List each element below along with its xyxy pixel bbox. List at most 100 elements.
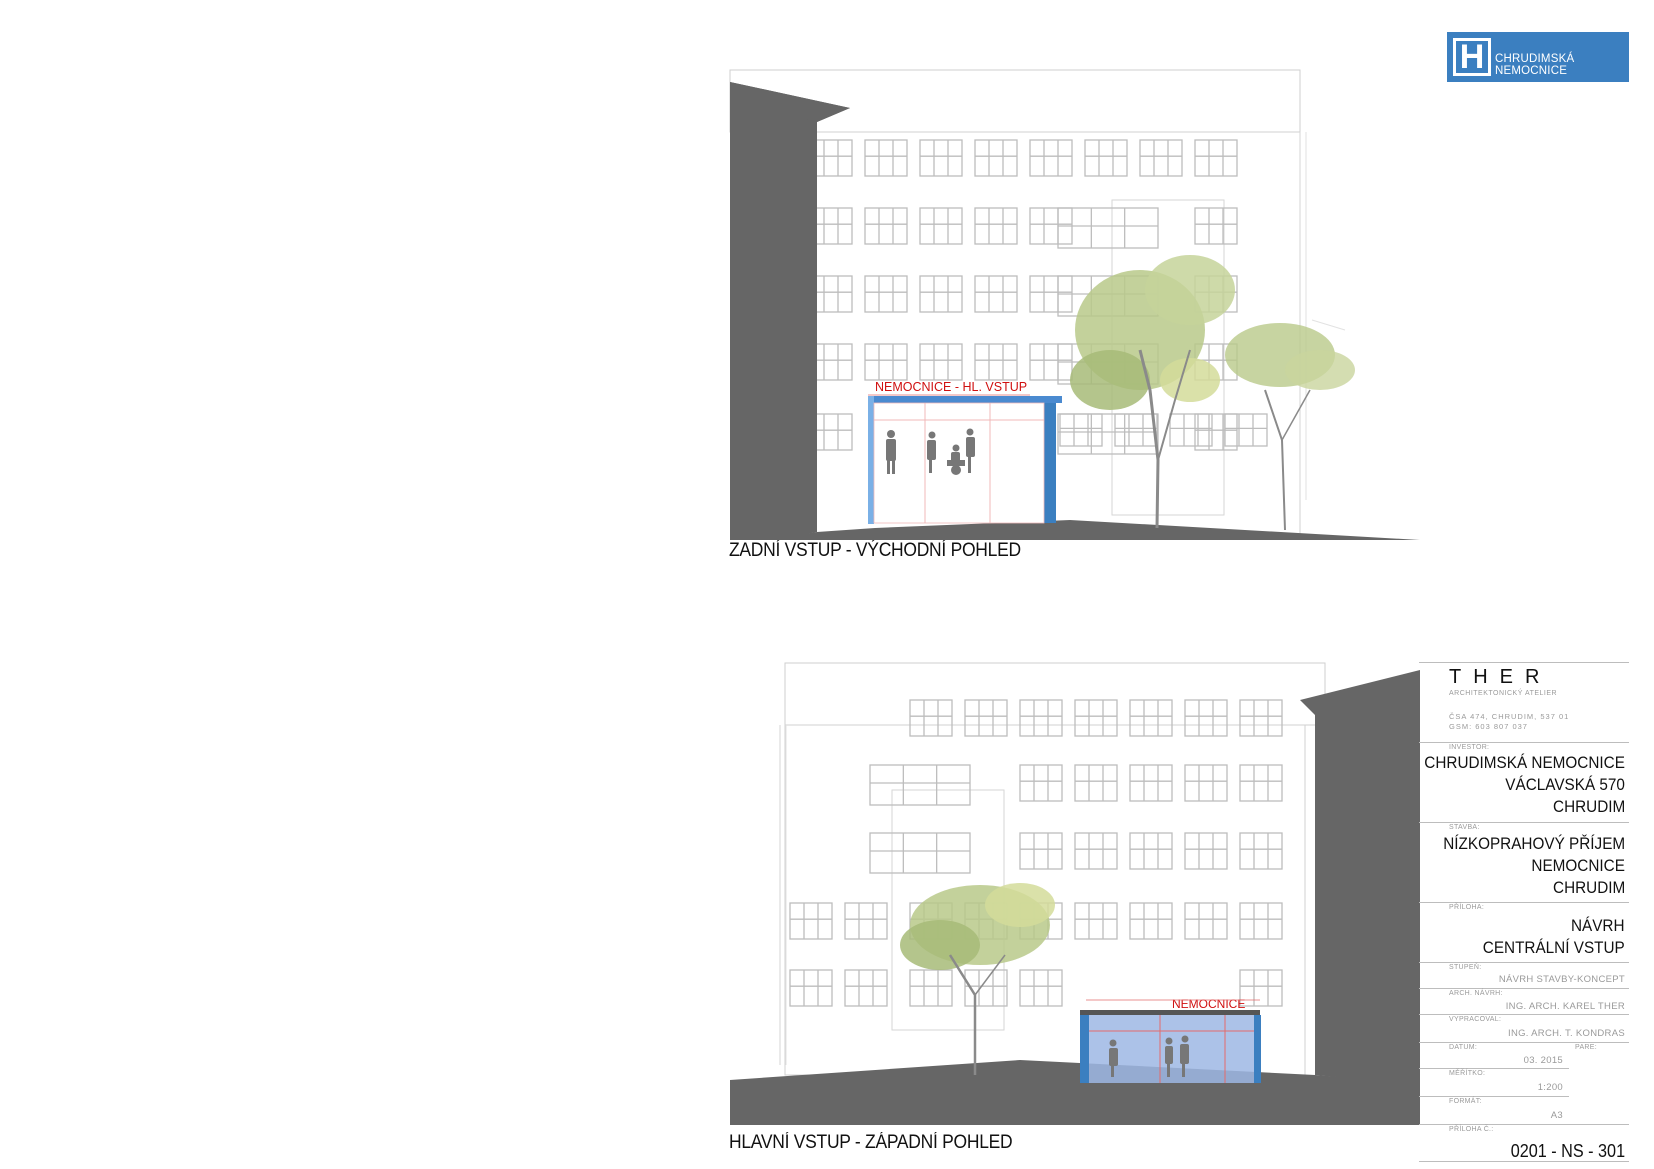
window bbox=[1129, 699, 1173, 737]
window bbox=[1074, 832, 1118, 870]
window bbox=[964, 699, 1008, 737]
window bbox=[1074, 902, 1118, 940]
window bbox=[919, 139, 963, 177]
west-elevation-drawing: NEMOCNICE bbox=[730, 662, 1420, 1125]
drawing-number: 0201 - NS - 301 bbox=[1510, 1141, 1625, 1161]
investor-line-1: CHRUDIMSKÁ NEMOCNICE bbox=[1424, 753, 1625, 772]
investor-line-2: VÁCLAVSKÁ 570 bbox=[1505, 775, 1625, 794]
format-value: A3 bbox=[1550, 1110, 1563, 1121]
meritko-value: 1:200 bbox=[1537, 1082, 1563, 1093]
investor-label: INVESTOR: bbox=[1449, 744, 1490, 751]
datum-value: 03. 2015 bbox=[1523, 1055, 1563, 1066]
window bbox=[789, 902, 833, 940]
window bbox=[1129, 764, 1173, 802]
studio-name: THER bbox=[1449, 666, 1552, 688]
window bbox=[1019, 764, 1063, 802]
logo-h-icon: H bbox=[1453, 38, 1491, 76]
window bbox=[1239, 969, 1283, 1007]
west-windows bbox=[789, 699, 1283, 1007]
studio-phone: GSM: 603 807 037 bbox=[1449, 722, 1528, 731]
stavba-label: STAVBA: bbox=[1449, 824, 1480, 831]
stupen-label: STUPEŇ: bbox=[1449, 964, 1482, 971]
window bbox=[974, 207, 1018, 245]
logo-line-1: CHRUDIMSKÁ bbox=[1495, 53, 1575, 65]
window bbox=[1184, 764, 1228, 802]
window bbox=[844, 969, 888, 1007]
stavba-line-1: NÍZKOPRAHOVÝ PŘÍJEM bbox=[1443, 834, 1625, 853]
window bbox=[974, 275, 1018, 313]
studio-address: ČSA 474, CHRUDIM, 537 01 bbox=[1449, 712, 1570, 721]
window bbox=[1224, 413, 1268, 447]
window bbox=[864, 139, 908, 177]
window bbox=[1019, 832, 1063, 870]
window bbox=[1184, 832, 1228, 870]
vypracoval-value: ING. ARCH. T. KONDRAS bbox=[1508, 1028, 1625, 1039]
window bbox=[1184, 902, 1228, 940]
window bbox=[869, 832, 971, 874]
priloha-line-1: NÁVRH bbox=[1571, 916, 1625, 935]
window bbox=[1194, 207, 1238, 245]
format-label: FORMÁT: bbox=[1449, 1098, 1482, 1105]
window bbox=[864, 207, 908, 245]
east-entrance: NEMOCNICE - HL. VSTUP bbox=[868, 380, 1062, 524]
window bbox=[1239, 902, 1283, 940]
window bbox=[964, 969, 1008, 1007]
window bbox=[1239, 832, 1283, 870]
east-entrance-sign: NEMOCNICE - HL. VSTUP bbox=[875, 380, 1027, 394]
west-elevation-caption: HLAVNÍ VSTUP - ZÁPADNÍ POHLED bbox=[729, 1132, 1013, 1153]
window bbox=[1029, 139, 1073, 177]
priloha-label: PŘÍLOHA: bbox=[1449, 904, 1485, 911]
window bbox=[974, 343, 1018, 381]
window bbox=[919, 207, 963, 245]
window bbox=[1019, 699, 1063, 737]
window bbox=[1074, 699, 1118, 737]
window bbox=[869, 764, 971, 806]
window bbox=[1194, 139, 1238, 177]
stavba-line-2: NEMOCNICE bbox=[1531, 856, 1625, 875]
window bbox=[1239, 699, 1283, 737]
hospital-logo: H CHRUDIMSKÁ NEMOCNICE bbox=[1447, 32, 1629, 82]
window bbox=[1129, 902, 1173, 940]
window bbox=[1194, 413, 1238, 451]
east-tree-small bbox=[1225, 323, 1355, 531]
window bbox=[919, 275, 963, 313]
west-tree bbox=[900, 883, 1055, 1075]
investor-line-3: CHRUDIM bbox=[1552, 797, 1625, 816]
datum-label: DATUM: bbox=[1449, 1044, 1478, 1051]
window bbox=[1129, 832, 1173, 870]
pare-label: PARE: bbox=[1575, 1044, 1597, 1051]
window bbox=[1059, 413, 1103, 447]
studio-subtitle: ARCHITEKTONICKÝ ATELIER bbox=[1449, 690, 1558, 697]
east-tree-large bbox=[1070, 255, 1235, 529]
cislo-label: PŘÍLOHA Č.: bbox=[1449, 1126, 1494, 1133]
window bbox=[909, 969, 953, 1007]
window bbox=[909, 699, 953, 737]
arch-value: ING. ARCH. KAREL THER bbox=[1505, 1001, 1625, 1012]
window bbox=[1184, 699, 1228, 737]
window bbox=[789, 969, 833, 1007]
window bbox=[864, 275, 908, 313]
priloha-line-2: CENTRÁLNÍ VSTUP bbox=[1483, 938, 1625, 957]
window bbox=[1114, 413, 1158, 447]
meritko-label: MĚŘÍTKO: bbox=[1449, 1070, 1486, 1077]
window bbox=[974, 139, 1018, 177]
window bbox=[864, 343, 908, 381]
window bbox=[1084, 139, 1128, 177]
window bbox=[844, 902, 888, 940]
window bbox=[919, 343, 963, 381]
west-entrance-sign: NEMOCNICE bbox=[1172, 997, 1245, 1011]
window bbox=[1057, 207, 1159, 249]
west-entrance: NEMOCNICE bbox=[1080, 997, 1261, 1083]
window bbox=[1169, 413, 1213, 447]
arch-label: ARCH. NÁVRH: bbox=[1449, 990, 1503, 997]
window bbox=[1019, 969, 1063, 1007]
title-block: THER ARCHITEKTONICKÝ ATELIER ČSA 474, CH… bbox=[1419, 662, 1629, 1162]
window bbox=[1074, 764, 1118, 802]
vypracoval-label: VYPRACOVAL: bbox=[1449, 1016, 1502, 1023]
logo-line-2: NEMOCNICE bbox=[1495, 65, 1568, 77]
window bbox=[1239, 764, 1283, 802]
window bbox=[1057, 413, 1159, 455]
window bbox=[1139, 139, 1183, 177]
east-elevation-caption: ZADNÍ VSTUP - VÝCHODNÍ POHLED bbox=[729, 540, 1021, 561]
east-windows bbox=[809, 139, 1268, 455]
